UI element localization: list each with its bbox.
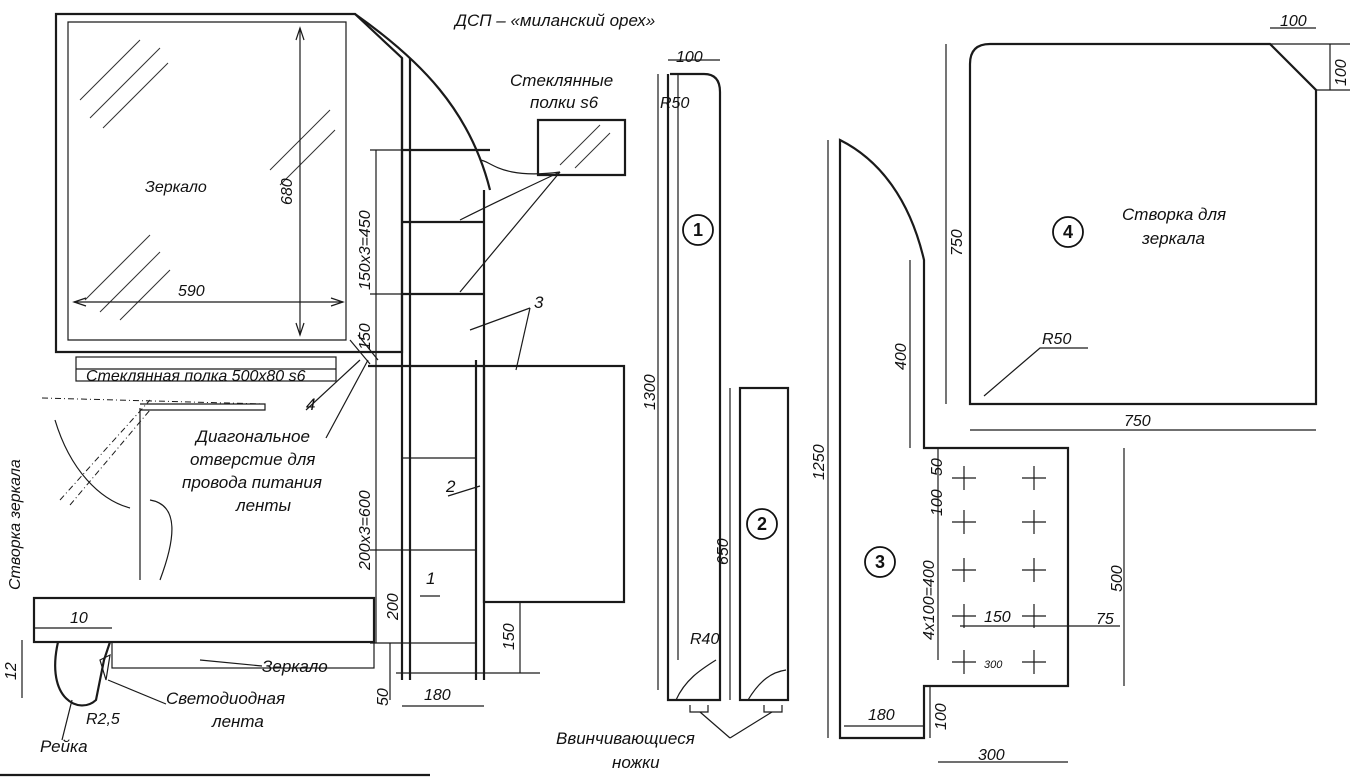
- mirror-door-vertical-label: Створка зеркала: [7, 459, 24, 590]
- part-2-circle: [746, 508, 778, 540]
- dim-4x100-label: 4x100=400: [921, 560, 938, 640]
- part-4-circle: [1052, 216, 1084, 248]
- dim-650-label: 650: [715, 538, 732, 565]
- dim-200-label: 200: [385, 593, 402, 621]
- mirror-door-line2: зеркала: [1141, 229, 1205, 248]
- dim-180b-label: 180: [868, 707, 895, 724]
- glass-shelves-line2: полки s6: [530, 93, 599, 112]
- part-3-circle: [864, 546, 896, 578]
- door-opening-sketch: [41, 397, 266, 581]
- dim-300s-label: 300: [984, 659, 1003, 671]
- part-4-circle-label: 4: [1063, 222, 1073, 242]
- rail-label: Рейка: [40, 737, 88, 756]
- leader-feet-1: [699, 711, 731, 739]
- part-3-panel: [827, 138, 1125, 763]
- dim-150x3-label: 150x3=450: [357, 210, 374, 290]
- leader-rail: [61, 699, 73, 741]
- diagonal-hole-line3: провода питания: [182, 473, 322, 492]
- screw-feet-line1: Ввинчивающиеся: [556, 729, 695, 748]
- dim-shelf-verticals: [370, 149, 540, 700]
- mirror-door-line1: Створка для: [1122, 205, 1226, 224]
- part-4-panel: [945, 27, 1350, 431]
- r25-label: R2,5: [86, 711, 120, 728]
- drawing-title: ДСП – «миланский орех»: [453, 11, 655, 30]
- diagonal-hole-line4: ленты: [235, 496, 292, 515]
- dim-400-label: 400: [893, 343, 910, 370]
- leader-diagonal-hole: [325, 359, 369, 439]
- leader-3b: [515, 307, 531, 371]
- glass-shelves-line1: Стеклянные: [510, 71, 613, 90]
- dim-100d-label: 100: [1280, 13, 1307, 30]
- dim-150a-label: 150: [357, 323, 374, 350]
- dim-200x3-label: 200x3=600: [357, 490, 374, 571]
- glass-shelf-bottom: [75, 334, 379, 382]
- leader-3a: [469, 307, 531, 331]
- diagonal-hole-line2: отверстие для: [190, 450, 315, 469]
- mirror-cabinet: [54, 12, 492, 354]
- part-2-panel: [729, 386, 790, 713]
- glass-shelves-callout: [459, 118, 627, 293]
- dim-100e-label: 100: [1333, 59, 1350, 86]
- part-4-label: 4: [306, 395, 315, 414]
- part-1-panel: [657, 59, 722, 713]
- dim-10-label: 10: [70, 610, 88, 627]
- diagonal-hole-line1: Диагональное: [194, 427, 310, 446]
- dim-500-label: 500: [1109, 565, 1126, 592]
- led-strip-line2: лента: [211, 712, 264, 731]
- r50b-label: R50: [1042, 331, 1071, 348]
- dim-1300-label: 1300: [642, 374, 659, 410]
- r50a-label: R50: [660, 95, 689, 112]
- leader-feet-2: [729, 711, 773, 739]
- led-strip-line1: Светодиодная: [166, 689, 285, 708]
- dim-100c-label: 100: [929, 489, 946, 516]
- dim-50b-label: 50: [929, 458, 946, 476]
- part-1-circle: [682, 214, 714, 246]
- dim-180a-label: 180: [424, 687, 451, 704]
- part-2-label: 2: [445, 477, 456, 496]
- glass-shelf-label: Стеклянная полка 500x80 s6: [86, 368, 306, 385]
- dim-590: [72, 297, 345, 307]
- dim-75-label: 75: [1096, 611, 1114, 628]
- leader-4: [305, 359, 361, 411]
- dim-12-label: 12: [3, 662, 20, 680]
- dim-680: [295, 26, 305, 337]
- leader-led: [107, 679, 167, 705]
- mirror-small-label: Зеркало: [262, 657, 328, 676]
- shelf-unit: [368, 58, 626, 680]
- leader-mirror-small: [199, 659, 263, 667]
- mirror-label: Зеркало: [145, 179, 207, 196]
- dim-680-label: 680: [279, 178, 296, 205]
- dim-50a-label: 50: [375, 688, 392, 706]
- dim-750h-label: 750: [949, 229, 966, 256]
- dim-590-label: 590: [178, 283, 205, 300]
- part-3-circle-label: 3: [875, 552, 885, 572]
- dim-750w-label: 750: [1124, 413, 1151, 430]
- part-1-label: 1: [426, 569, 435, 588]
- dim-300-label: 300: [978, 747, 1005, 764]
- part-3-label: 3: [534, 293, 544, 312]
- screw-feet-line2: ножки: [612, 753, 660, 772]
- leader-2: [447, 485, 481, 497]
- rail-detail: [32, 596, 376, 707]
- dim-100a-label: 100: [676, 49, 703, 66]
- r40-label: R40: [690, 631, 719, 648]
- part-1-circle-label: 1: [693, 220, 703, 240]
- dim-150b-label: 150: [501, 623, 518, 650]
- part-2-circle-label: 2: [757, 514, 767, 534]
- dim-150c-label: 150: [984, 609, 1011, 626]
- hole-markers: [952, 466, 1046, 674]
- dim-100b-label: 100: [933, 703, 950, 730]
- dim-1250-label: 1250: [811, 444, 828, 480]
